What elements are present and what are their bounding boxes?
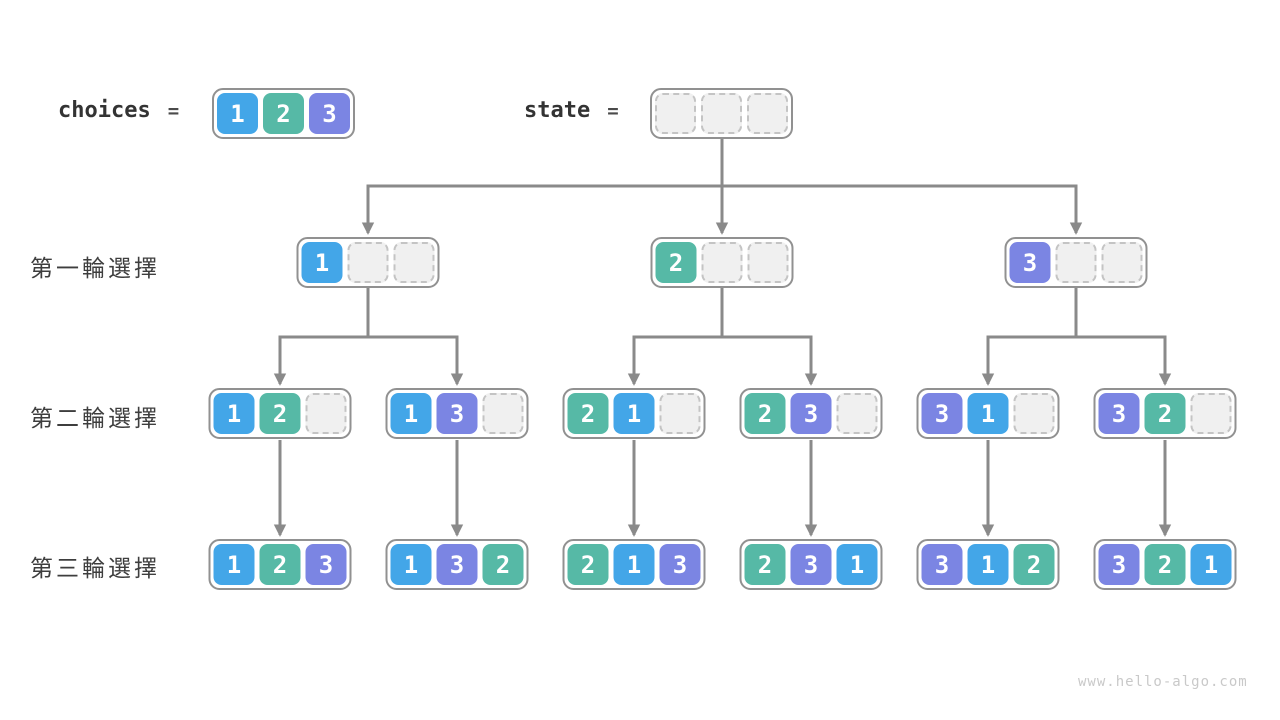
watermark: www.hello-algo.com (1078, 674, 1248, 690)
value-cell: 1 (613, 544, 655, 585)
row-label-round-1: 第一輪選擇 (30, 255, 160, 281)
empty-cell (1101, 242, 1143, 283)
row-label-round-3: 第三輪選擇 (30, 555, 160, 581)
empty-cell (701, 242, 743, 283)
empty-cell (482, 393, 524, 434)
empty-cell (1190, 393, 1232, 434)
equals-sign: = (167, 99, 180, 122)
value-cell: 1 (217, 93, 258, 134)
value-cell: 3 (1098, 393, 1140, 434)
value-cell: 2 (1144, 393, 1186, 434)
value-cell: 3 (305, 544, 347, 585)
value-cell: 1 (301, 242, 343, 283)
value-cell: 3 (1098, 544, 1140, 585)
value-cell: 2 (259, 544, 301, 585)
value-cell: 3 (1009, 242, 1051, 283)
value-cell: 2 (744, 544, 786, 585)
value-cell: 3 (436, 544, 478, 585)
state-node-r1-2: 2 (650, 237, 794, 288)
value-cell: 3 (436, 393, 478, 434)
value-cell: 2 (744, 393, 786, 434)
value-cell: 2 (567, 393, 609, 434)
value-cell: 2 (1013, 544, 1055, 585)
state-array (650, 88, 793, 139)
state-node-r1-1: 1 (296, 237, 440, 288)
empty-cell (659, 393, 701, 434)
value-cell: 1 (390, 393, 432, 434)
empty-cell (393, 242, 435, 283)
value-cell: 2 (1144, 544, 1186, 585)
value-cell: 1 (390, 544, 432, 585)
value-cell: 1 (213, 393, 255, 434)
value-cell: 1 (213, 544, 255, 585)
value-cell: 2 (259, 393, 301, 434)
row-label-round-2: 第二輪選擇 (30, 405, 160, 431)
value-cell: 3 (921, 544, 963, 585)
empty-cell (836, 393, 878, 434)
state-label: state (524, 98, 591, 123)
value-cell: 2 (263, 93, 304, 134)
value-cell: 3 (309, 93, 350, 134)
value-cell: 1 (836, 544, 878, 585)
empty-cell (655, 93, 696, 134)
value-cell: 3 (921, 393, 963, 434)
empty-cell (701, 93, 742, 134)
value-cell: 2 (655, 242, 697, 283)
empty-cell (1013, 393, 1055, 434)
empty-cell (305, 393, 347, 434)
equals-sign: = (607, 99, 619, 122)
state-node-r1-3: 3 (1004, 237, 1148, 288)
empty-cell (347, 242, 389, 283)
value-cell: 1 (1190, 544, 1232, 585)
empty-cell (747, 93, 788, 134)
empty-cell (1055, 242, 1097, 283)
value-cell: 1 (613, 393, 655, 434)
value-cell: 3 (659, 544, 701, 585)
choices-label: choices (58, 98, 151, 123)
value-cell: 1 (967, 544, 1009, 585)
value-cell: 2 (482, 544, 524, 585)
value-cell: 3 (790, 544, 832, 585)
value-cell: 2 (567, 544, 609, 585)
value-cell: 1 (967, 393, 1009, 434)
choices-legend: choices = (58, 98, 179, 123)
value-cell: 3 (790, 393, 832, 434)
state-legend: state = (524, 98, 619, 123)
empty-cell (747, 242, 789, 283)
